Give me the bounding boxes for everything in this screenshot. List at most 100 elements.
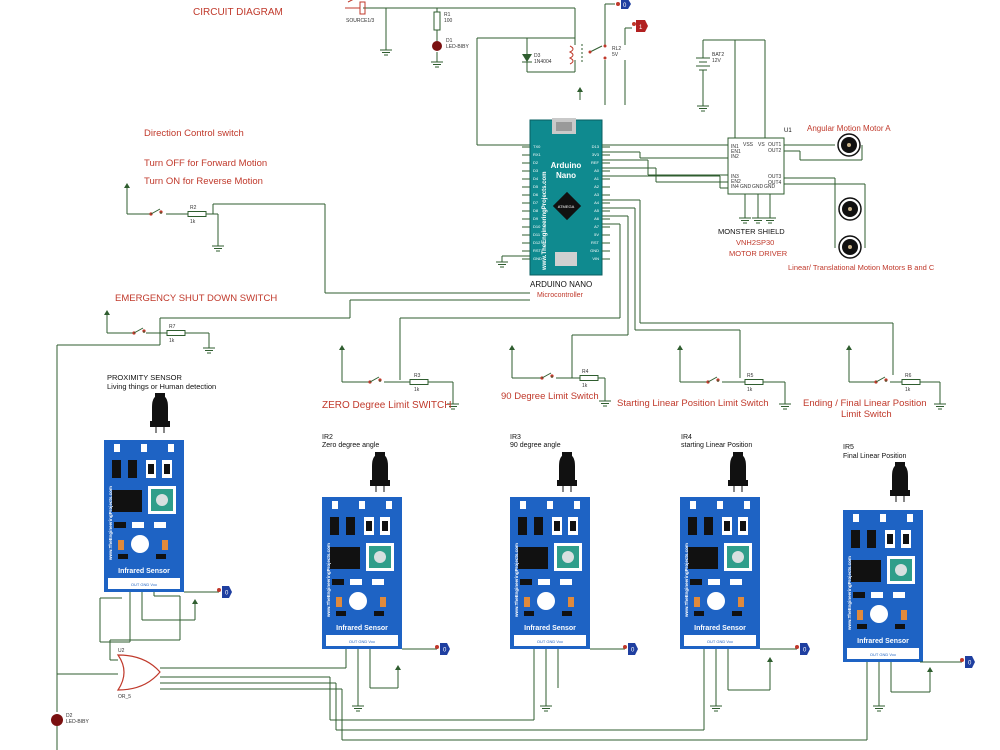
- arduino-pin-right: A6: [594, 216, 600, 221]
- diode-d3: D3 1N4004: [522, 53, 552, 65]
- start-limit-label: Starting Linear Position Limit Switch: [617, 398, 769, 409]
- ir4-output-terminal: 0: [789, 642, 811, 656]
- motor-a-icon: [837, 133, 861, 157]
- u1-label: U1: [784, 128, 792, 134]
- motor-a-label: Angular Motion Motor A: [807, 124, 891, 133]
- arduino-pin-left: D4: [533, 176, 539, 181]
- led-d2: D2 LED-BIBY: [51, 713, 89, 750]
- arduino-pin-right: GND: [590, 248, 599, 253]
- arduino-driver-wiring: [399, 144, 894, 380]
- svg-text:Infrared Sensor: Infrared Sensor: [524, 625, 576, 632]
- svg-text:D3: D3: [534, 53, 541, 59]
- svg-text:LED-BIBY: LED-BIBY: [446, 44, 469, 50]
- svg-text:IN2: IN2: [731, 154, 739, 160]
- direction-line2: Turn ON for Reverse Motion: [144, 176, 263, 187]
- emergency-wiring: [56, 299, 530, 700]
- motor-b-icon: [838, 197, 862, 221]
- ir5-output-terminal: 0: [954, 655, 976, 669]
- svg-text:EN2: EN2: [731, 179, 741, 185]
- resistor-r1: R1 100: [433, 11, 453, 31]
- arduino-name: ARDUINO NANO: [530, 280, 592, 289]
- arduino-pin-left: D8: [533, 208, 539, 213]
- svg-text:OUT GND Vcc: OUT GND Vcc: [131, 582, 157, 587]
- arduino-role: Microcontroller: [537, 292, 584, 299]
- r7-value: 1k: [169, 338, 175, 344]
- r2-value: 1k: [190, 219, 196, 225]
- proximity-output-terminal: 0: [211, 585, 233, 599]
- svg-text:Infrared Sensor: Infrared Sensor: [857, 638, 909, 645]
- arduino-pin-left: D9: [533, 216, 539, 221]
- battery-bat2: [696, 39, 766, 138]
- limit-switch-90: R4 1k 90 Degree Limit Switch: [501, 344, 612, 407]
- r7-label: R7: [169, 324, 176, 330]
- arduino-pin-left: GND: [533, 256, 542, 261]
- bat2-value: 12V: [712, 58, 722, 64]
- svg-text:IN1: IN1: [731, 144, 739, 150]
- relay-rl2: RL2 5V: [568, 44, 621, 65]
- svg-text:GND: GND: [740, 184, 752, 190]
- term-0-top: 0: [605, 0, 631, 9]
- arduino-pin-left: D12: [533, 240, 541, 245]
- svg-text:OUT GND Vcc: OUT GND Vcc: [537, 639, 563, 644]
- svg-text:R4: R4: [582, 369, 589, 375]
- svg-text:Zero degree angle: Zero degree angle: [322, 442, 379, 449]
- svg-text:R1: R1: [444, 12, 451, 18]
- limit-switch-end: R6 1k Ending / Final Linear Position Lim…: [803, 344, 947, 420]
- arduino-pin-right: A2: [594, 184, 600, 189]
- direction-line1: Turn OFF for Forward Motion: [144, 158, 267, 169]
- svg-text:www.TheEngineeringProjects.com: www.TheEngineeringProjects.com: [847, 556, 852, 631]
- arduino-pin-right: A0: [594, 168, 600, 173]
- or-gate-u2: U2 OR_5: [116, 648, 161, 700]
- svg-text:0: 0: [443, 648, 447, 654]
- svg-text:0: 0: [968, 661, 972, 667]
- arduino-pin-left: D3: [533, 168, 539, 173]
- svg-text:OUT GND Vcc: OUT GND Vcc: [707, 639, 733, 644]
- svg-text:R5: R5: [747, 373, 754, 379]
- svg-text:www.TheEngineeringProjects.com: www.TheEngineeringProjects.com: [326, 543, 331, 618]
- svg-text:VSS: VSS: [743, 142, 754, 148]
- svg-text:IR4: IR4: [681, 434, 692, 441]
- source-terminal: SOURCE1/3: [345, 0, 375, 24]
- svg-text:0: 0: [623, 3, 627, 9]
- svg-text:1: 1: [639, 25, 643, 31]
- emergency-title: EMERGENCY SHUT DOWN SWITCH: [115, 293, 277, 304]
- diagram-title: CIRCUIT DIAGRAM: [193, 7, 283, 18]
- arduino-pin-right: REF: [591, 160, 600, 165]
- svg-text:ATMEGA: ATMEGA: [558, 204, 575, 209]
- svg-text:OUT GND Vcc: OUT GND Vcc: [870, 652, 896, 657]
- ir2-sensor: IR2 Zero degree angle Infrared Sensor OU…: [322, 434, 402, 649]
- svg-text:OUT3: OUT3: [768, 174, 782, 180]
- proximity-title: PROXIMITY SENSOR: [107, 373, 182, 382]
- svg-text:RL2: RL2: [612, 46, 621, 52]
- arduino-pin-right: 5V: [594, 232, 599, 237]
- svg-text:1k: 1k: [747, 387, 753, 393]
- svg-text:Final Linear Position: Final Linear Position: [843, 453, 907, 460]
- svg-text:www.TheEngineeringProjects.com: www.TheEngineeringProjects.com: [514, 543, 519, 618]
- arduino-pin-left: D5: [533, 184, 539, 189]
- arduino-pin-left: D2: [533, 160, 539, 165]
- svg-text:U2: U2: [118, 648, 125, 654]
- arduino-pin-right: RST: [591, 240, 600, 245]
- svg-text:OUT1: OUT1: [768, 142, 782, 148]
- arduino-pin-left: D7: [533, 200, 539, 205]
- proximity-sensor-board: Infrared Sensor OUT GND Vcc www.TheEngin…: [104, 440, 184, 592]
- arduino-site-text: www.TheEngineeringProjects.com: [542, 172, 548, 271]
- arduino-pin-right: D13: [592, 144, 600, 149]
- arduino-pin-right: A1: [594, 176, 600, 181]
- svg-text:starting Linear Position: starting Linear Position: [681, 442, 752, 449]
- svg-text:SOURCE1/3: SOURCE1/3: [346, 18, 375, 24]
- proximity-desc: Living things or Human detection: [107, 382, 216, 391]
- svg-text:www.TheEngineeringProjects.com: www.TheEngineeringProjects.com: [108, 486, 113, 561]
- arduino-board-line1: Arduino: [551, 161, 582, 170]
- motor-bc-label: Linear/ Translational Motion Motors B an…: [788, 263, 935, 272]
- r2-label: R2: [190, 205, 197, 211]
- svg-text:D2: D2: [66, 713, 73, 719]
- svg-text:1k: 1k: [414, 387, 420, 393]
- svg-text:OR_5: OR_5: [118, 694, 131, 700]
- arduino-pin-right: A3: [594, 192, 600, 197]
- svg-text:OUT4: OUT4: [768, 180, 782, 186]
- svg-text:www.TheEngineeringProjects.com: www.TheEngineeringProjects.com: [684, 543, 689, 618]
- limit-switch-start: R5 1k Starting Linear Position Limit Swi…: [617, 344, 792, 410]
- ir5-sensor: IR5 Final Linear Position Infrared Senso…: [843, 444, 923, 662]
- svg-text:0: 0: [803, 648, 807, 654]
